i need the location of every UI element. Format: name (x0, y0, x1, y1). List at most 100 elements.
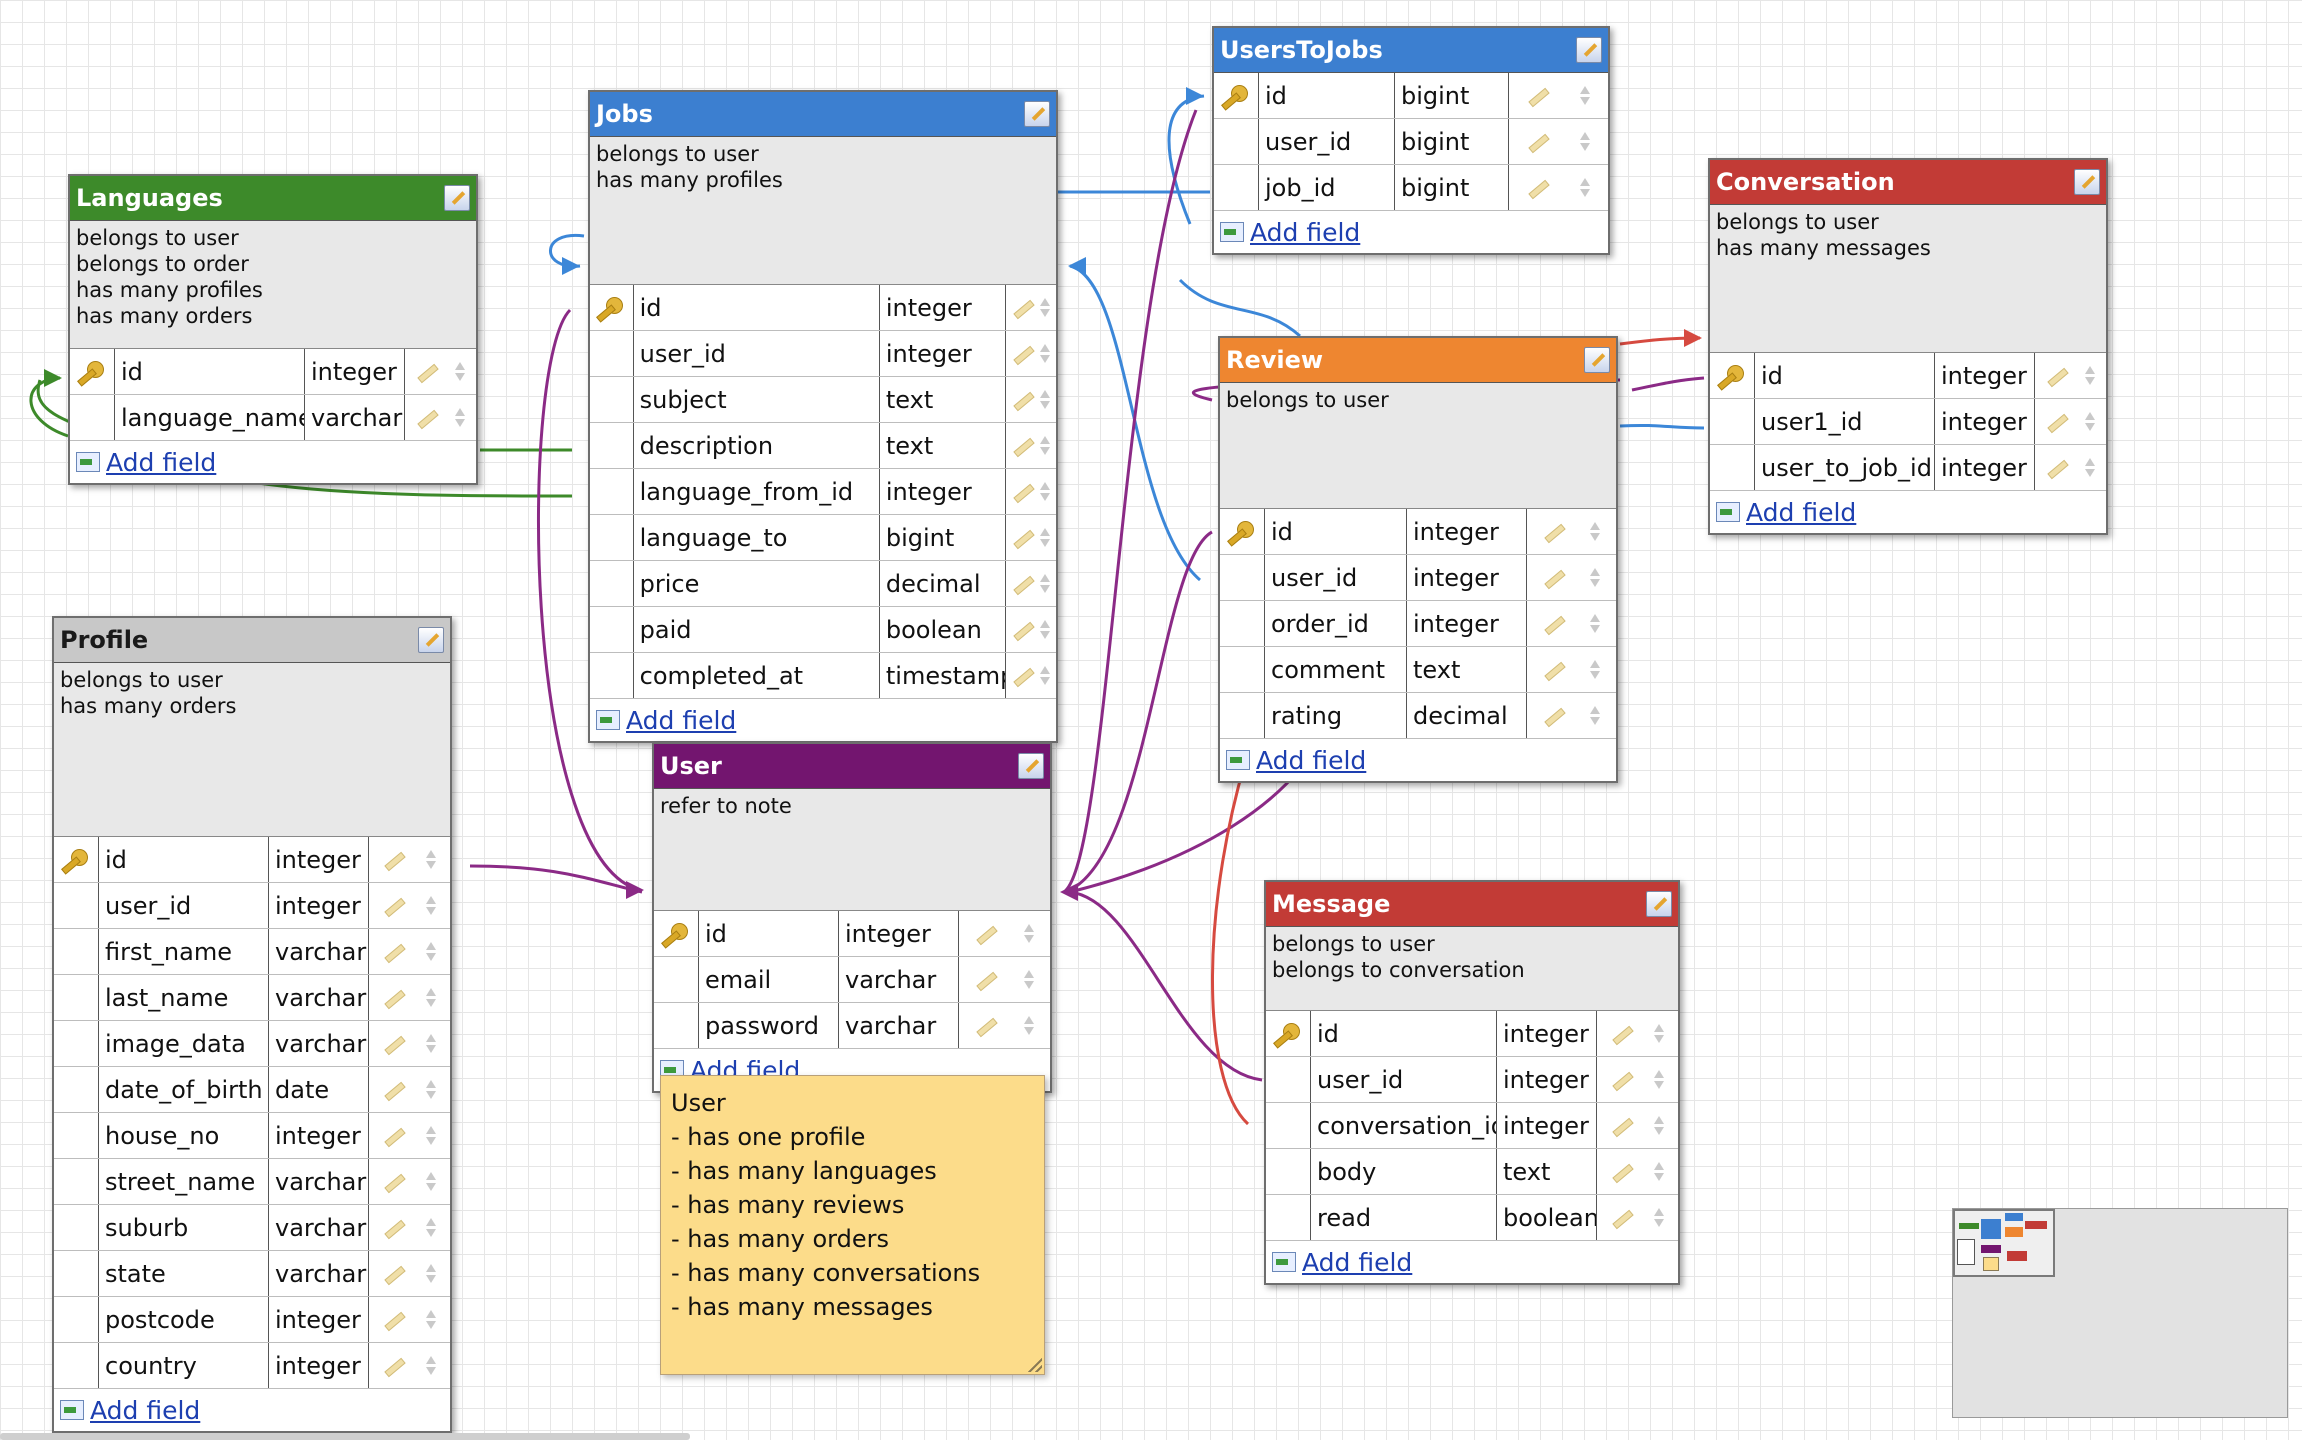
edit-field-pencil-icon[interactable] (381, 1361, 409, 1371)
jobs-header[interactable]: Jobs (590, 92, 1056, 137)
reorder-arrows-icon[interactable] (453, 361, 467, 383)
field-type[interactable]: integer (1935, 399, 2035, 444)
reorder-arrows-icon[interactable] (1652, 1161, 1666, 1183)
field-type[interactable]: text (1497, 1149, 1597, 1194)
edit-field-pencil-icon[interactable] (381, 1085, 409, 1095)
edit-field-pencil-icon[interactable] (1609, 1075, 1637, 1085)
field-type[interactable]: bigint (1395, 165, 1509, 210)
reorder-arrows-icon[interactable] (1652, 1207, 1666, 1229)
field-name[interactable]: conversation_id (1311, 1103, 1497, 1148)
field-type[interactable]: decimal (1407, 693, 1527, 738)
field-type[interactable]: varchar (269, 975, 369, 1020)
field-name[interactable]: house_no (99, 1113, 269, 1158)
field-name[interactable]: image_data (99, 1021, 269, 1066)
field-name[interactable]: suburb (99, 1205, 269, 1250)
field-name[interactable]: email (699, 957, 839, 1002)
field-name[interactable]: id (1265, 509, 1407, 554)
field-name[interactable]: id (1755, 353, 1935, 398)
field-type[interactable]: integer (269, 1343, 369, 1388)
edit-field-pencil-icon[interactable] (381, 1177, 409, 1187)
edit-field-pencil-icon[interactable] (1609, 1029, 1637, 1039)
add-field-link[interactable]: Add field (1256, 745, 1367, 775)
reorder-arrows-icon[interactable] (424, 895, 438, 917)
reorder-arrows-icon[interactable] (1588, 613, 1602, 635)
field-type[interactable]: text (1407, 647, 1527, 692)
edit-field-pencil-icon[interactable] (381, 1269, 409, 1279)
reorder-arrows-icon[interactable] (1588, 659, 1602, 681)
reorder-arrows-icon[interactable] (2083, 457, 2097, 479)
reorder-arrows-icon[interactable] (1588, 705, 1602, 727)
edit-field-pencil-icon[interactable] (381, 1039, 409, 1049)
reorder-arrows-icon[interactable] (1022, 923, 1036, 945)
field-name[interactable]: postcode (99, 1297, 269, 1342)
field-type[interactable]: integer (269, 1297, 369, 1342)
field-name[interactable]: user_id (99, 883, 269, 928)
field-name[interactable]: street_name (99, 1159, 269, 1204)
field-type[interactable]: varchar (269, 1251, 369, 1296)
field-type[interactable]: varchar (839, 957, 959, 1002)
field-name[interactable]: country (99, 1343, 269, 1388)
field-name[interactable]: user_id (1311, 1057, 1497, 1102)
add-field-icon[interactable] (60, 1400, 84, 1420)
field-name[interactable]: job_id (1259, 165, 1395, 210)
reorder-arrows-icon[interactable] (1652, 1115, 1666, 1137)
field-type[interactable]: text (880, 423, 1007, 468)
field-name[interactable]: body (1311, 1149, 1497, 1194)
edit-field-pencil-icon[interactable] (1010, 625, 1038, 635)
reorder-arrows-icon[interactable] (424, 1033, 438, 1055)
field-name[interactable]: user_id (634, 331, 880, 376)
field-type[interactable]: date (269, 1067, 369, 1112)
reorder-arrows-icon[interactable] (424, 941, 438, 963)
reorder-arrows-icon[interactable] (1022, 969, 1036, 991)
field-type[interactable]: varchar (305, 395, 405, 440)
field-name[interactable]: language_name (115, 395, 305, 440)
reorder-arrows-icon[interactable] (1038, 435, 1052, 457)
edit-field-pencil-icon[interactable] (381, 947, 409, 957)
reorder-arrows-icon[interactable] (1038, 527, 1052, 549)
field-name[interactable]: date_of_birth (99, 1067, 269, 1112)
reorder-arrows-icon[interactable] (1038, 389, 1052, 411)
edit-table-icon[interactable] (2074, 169, 2100, 195)
edit-field-pencil-icon[interactable] (2044, 463, 2072, 473)
edit-table-icon[interactable] (1584, 347, 1610, 373)
edit-field-pencil-icon[interactable] (381, 1223, 409, 1233)
edit-field-pencil-icon[interactable] (1609, 1121, 1637, 1131)
field-name[interactable]: user_id (1259, 119, 1395, 164)
field-type[interactable]: integer (1935, 445, 2035, 490)
field-type[interactable]: timestamp (880, 653, 1007, 698)
field-type[interactable]: bigint (880, 515, 1007, 560)
field-type[interactable]: decimal (880, 561, 1007, 606)
reorder-arrows-icon[interactable] (1038, 297, 1052, 319)
edit-field-pencil-icon[interactable] (1010, 671, 1038, 681)
add-field-icon[interactable] (596, 710, 620, 730)
field-name[interactable]: read (1311, 1195, 1497, 1240)
edit-field-pencil-icon[interactable] (1609, 1167, 1637, 1177)
reorder-arrows-icon[interactable] (2083, 411, 2097, 433)
field-type[interactable]: integer (880, 469, 1007, 514)
field-name[interactable]: completed_at (634, 653, 880, 698)
add-field-icon[interactable] (1220, 222, 1244, 242)
sticky-note[interactable]: User- has one profile- has many language… (660, 1075, 1045, 1375)
edit-table-icon[interactable] (1018, 753, 1044, 779)
reorder-arrows-icon[interactable] (1038, 573, 1052, 595)
field-type[interactable]: bigint (1395, 73, 1509, 118)
